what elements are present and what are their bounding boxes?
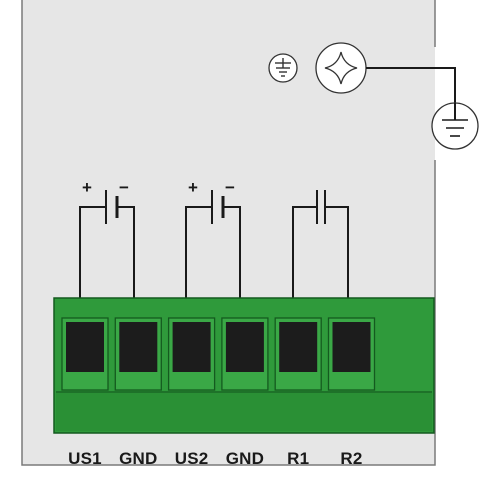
terminal-slot (327, 317, 376, 391)
terminal-label: GND (119, 449, 158, 468)
terminal-slot (221, 317, 269, 391)
terminal-slot (167, 317, 216, 391)
terminal-pin (66, 322, 104, 372)
terminal-label: US2 (174, 449, 209, 468)
supply-us1-symbol (79, 190, 135, 318)
relay-contact-symbol (292, 190, 349, 318)
us2-plus-sign: + (188, 178, 198, 197)
terminal-pin (225, 322, 264, 372)
terminal-slots (61, 317, 376, 391)
terminal-slot (61, 317, 109, 391)
panel-border (21, 0, 436, 466)
us2-minus-sign: − (225, 178, 235, 197)
terminal-slot (114, 317, 162, 391)
screw-icon (315, 42, 367, 94)
earth-ground-icon (431, 102, 479, 150)
terminal-pin (332, 322, 371, 372)
terminal-pin (172, 322, 211, 372)
earth-wire (366, 67, 456, 103)
us1-minus-sign: − (119, 178, 129, 197)
terminal-pin (119, 322, 158, 372)
terminal-slot (274, 317, 322, 391)
terminal-pin (279, 322, 318, 372)
terminal-label: R2 (340, 449, 363, 468)
terminal-label: US1 (68, 449, 102, 468)
us1-plus-sign: + (82, 178, 92, 197)
terminal-label: R1 (287, 449, 310, 468)
supply-us2-symbol (185, 190, 241, 318)
ground-symbol-icon (268, 53, 298, 83)
terminal-label: GND (225, 449, 265, 468)
